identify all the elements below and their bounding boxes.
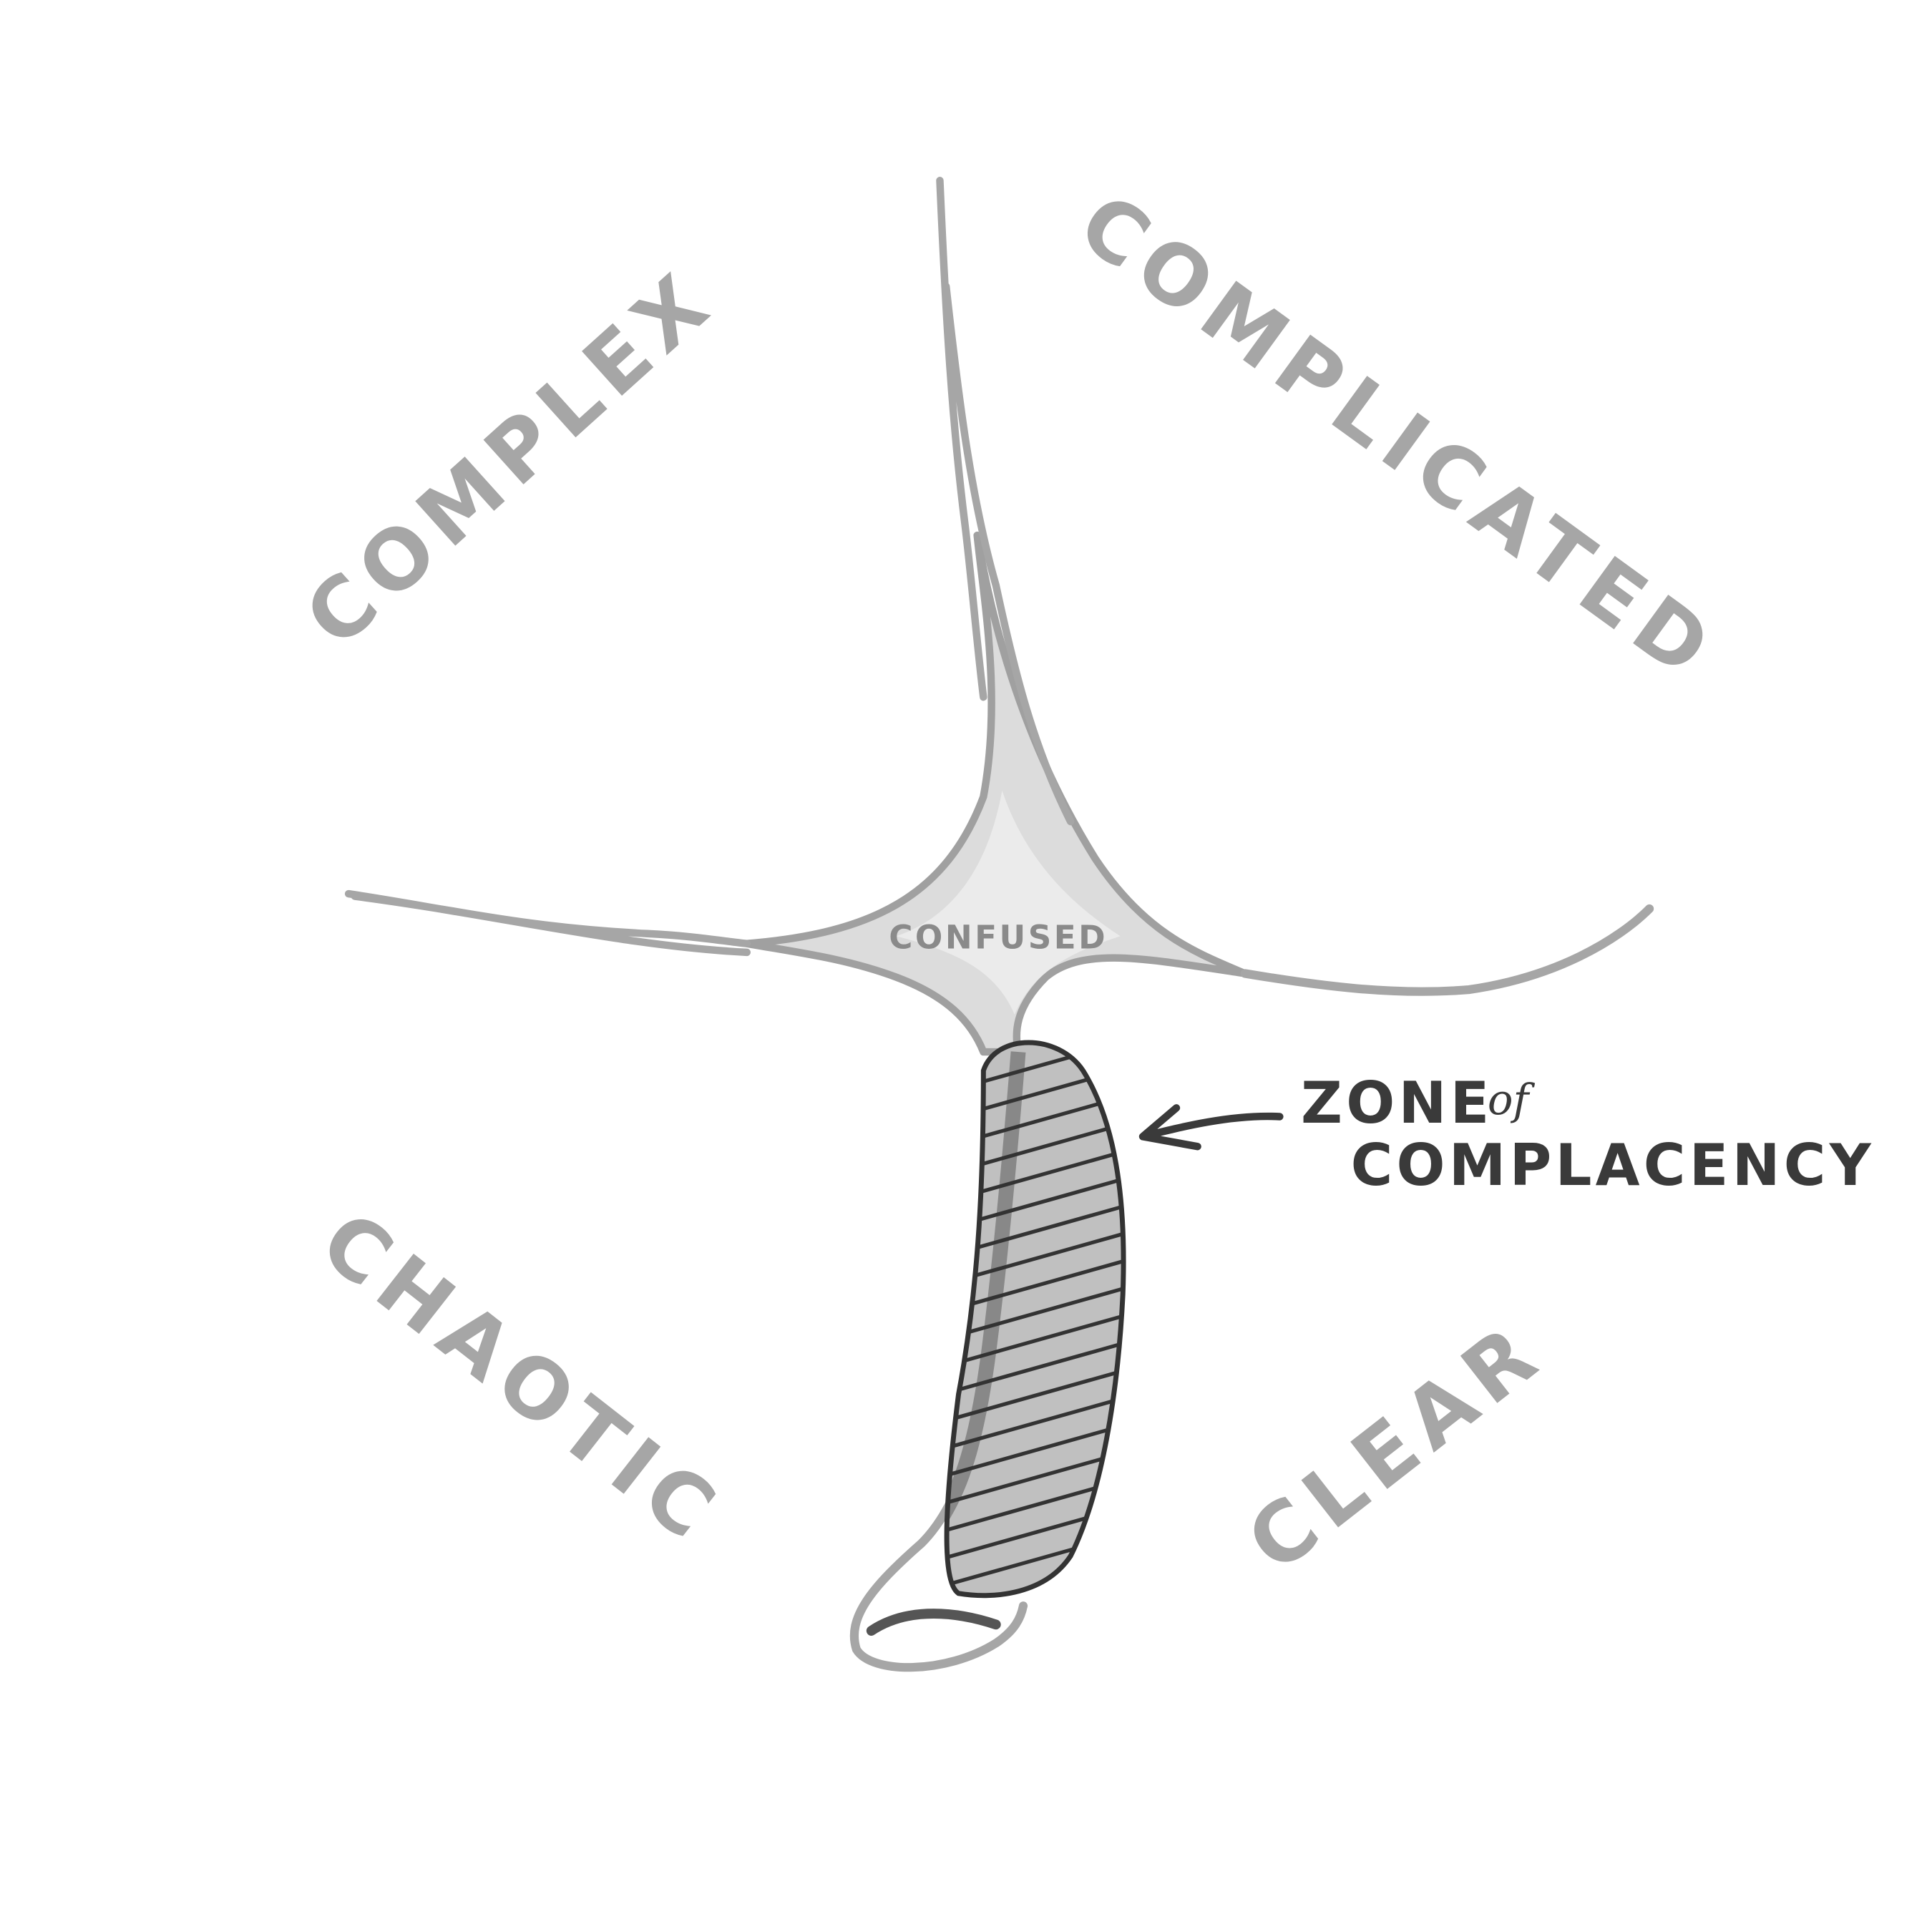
- annotation-of: of: [1488, 1075, 1536, 1124]
- label-clear: CLEAR: [1230, 1303, 1561, 1591]
- zone-outline: [944, 1040, 1126, 1599]
- boundary-right: [1240, 904, 1654, 996]
- hatch-line: [947, 1339, 1124, 1399]
- label-chaotic: CHAOTIC: [303, 1194, 740, 1564]
- confused-highlight: [896, 790, 1121, 1015]
- label-confused: CONFUSED: [889, 919, 1108, 957]
- annotation-complacency: COMPLACENCY: [1351, 1132, 1875, 1199]
- hatch-line: [947, 1420, 1124, 1481]
- boundary-left: [344, 889, 751, 957]
- label-complex: COMPLEX: [288, 251, 733, 666]
- zone-of-complacency-region: [947, 1042, 1124, 1596]
- annotation-zone: ZONE: [1301, 1070, 1493, 1136]
- hatch-line: [947, 1366, 1124, 1426]
- zone-inner-boundary: [947, 1051, 1026, 1549]
- hatch-line: [947, 1448, 1124, 1508]
- confused-region: [743, 531, 1249, 1056]
- boundary-top: [936, 177, 1075, 826]
- label-complicated: COMPLICATED: [1062, 175, 1735, 701]
- hatch-line: [947, 1393, 1124, 1453]
- curl-shadow: [866, 1609, 1001, 1636]
- arrow-icon: [1138, 1104, 1284, 1151]
